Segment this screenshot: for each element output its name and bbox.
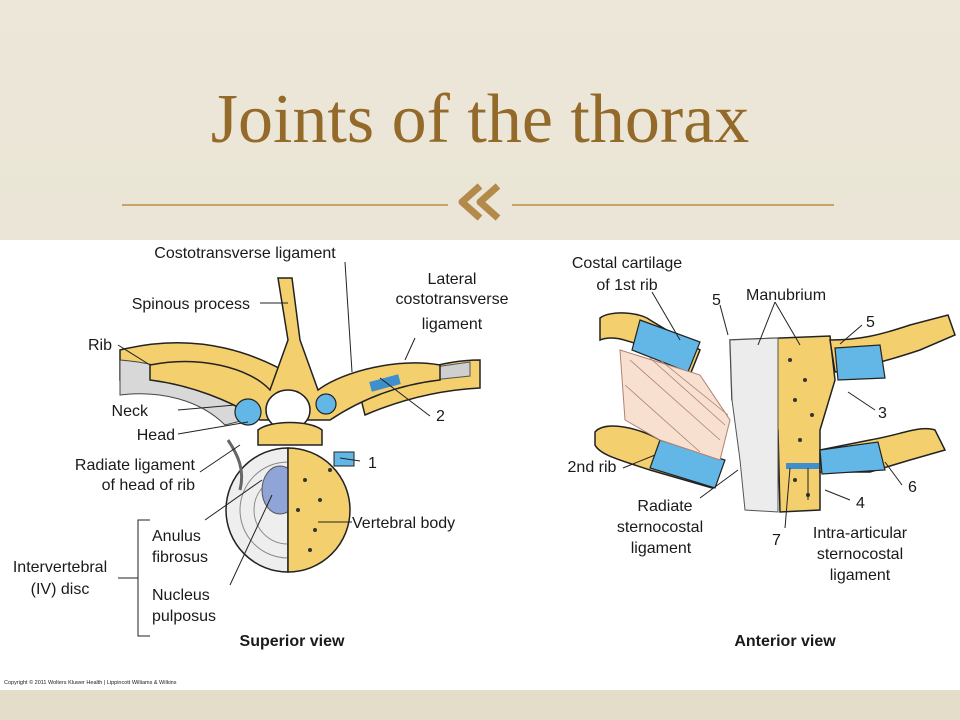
label-num-6: 6 bbox=[908, 479, 917, 496]
label-anulus-2: fibrosus bbox=[152, 549, 208, 566]
label-radiate-sc-1: Radiate bbox=[637, 498, 692, 515]
superior-view-illustration bbox=[119, 277, 481, 573]
slide-bottom-band bbox=[0, 690, 960, 720]
label-costal-cartilage-1: Costal cartilage bbox=[572, 255, 682, 272]
label-num-7: 7 bbox=[772, 532, 781, 549]
label-intra-articular-3: ligament bbox=[830, 567, 891, 584]
label-head: Head bbox=[137, 427, 175, 444]
label-radiate-sc-2: sternocostal bbox=[617, 519, 703, 536]
label-intra-articular-2: sternocostal bbox=[817, 546, 903, 563]
label-2nd-rib: 2nd rib bbox=[568, 459, 617, 476]
label-num-3: 3 bbox=[878, 405, 887, 422]
superior-leader-lines bbox=[117, 261, 431, 637]
anterior-view-illustration bbox=[594, 312, 956, 513]
label-nucleus-1: Nucleus bbox=[152, 587, 210, 604]
caption-superior-view: Superior view bbox=[240, 633, 345, 650]
label-intra-articular-1: Intra-articular bbox=[813, 525, 908, 542]
label-nucleus-2: pulposus bbox=[152, 608, 216, 625]
label-radiate-sc-3: ligament bbox=[631, 540, 692, 557]
title-rule-left bbox=[122, 204, 448, 206]
label-lateral-ct-2: costotransverse bbox=[396, 291, 509, 308]
anterior-leader-lines bbox=[622, 291, 903, 529]
label-iv-1: Intervertebral bbox=[13, 559, 107, 576]
label-num-5-right: 5 bbox=[866, 314, 875, 331]
label-iv-2: (IV) disc bbox=[31, 581, 90, 598]
label-radiate-1: Radiate ligament bbox=[75, 457, 196, 474]
label-num-1: 1 bbox=[368, 455, 377, 472]
label-lateral-ct-3: ligament bbox=[422, 316, 483, 333]
anatomy-figure: Costotransverse ligament Spinous process… bbox=[0, 240, 960, 690]
label-costotransverse-ligament: Costotransverse ligament bbox=[154, 245, 336, 262]
label-manubrium: Manubrium bbox=[746, 287, 826, 304]
title-rule-right bbox=[512, 204, 834, 206]
copyright-notice: Copyright © 2011 Wolters Kluwer Health |… bbox=[4, 679, 177, 686]
label-num-2: 2 bbox=[436, 408, 445, 425]
label-num-4: 4 bbox=[856, 495, 865, 512]
label-neck: Neck bbox=[112, 403, 149, 420]
label-costal-cartilage-2: of 1st rib bbox=[596, 277, 657, 294]
label-spinous-process: Spinous process bbox=[132, 296, 250, 313]
caption-anterior-view: Anterior view bbox=[734, 633, 836, 650]
slide-title: Joints of the thorax bbox=[210, 81, 750, 158]
label-rib: Rib bbox=[88, 337, 112, 354]
label-anulus-1: Anulus bbox=[152, 528, 201, 545]
double-chevron-left-icon bbox=[458, 183, 501, 221]
label-num-5-left: 5 bbox=[712, 292, 721, 309]
label-lateral-ct-1: Lateral bbox=[428, 271, 477, 288]
label-radiate-2: of head of rib bbox=[102, 477, 196, 494]
label-vertebral-body: Vertebral body bbox=[352, 515, 455, 532]
